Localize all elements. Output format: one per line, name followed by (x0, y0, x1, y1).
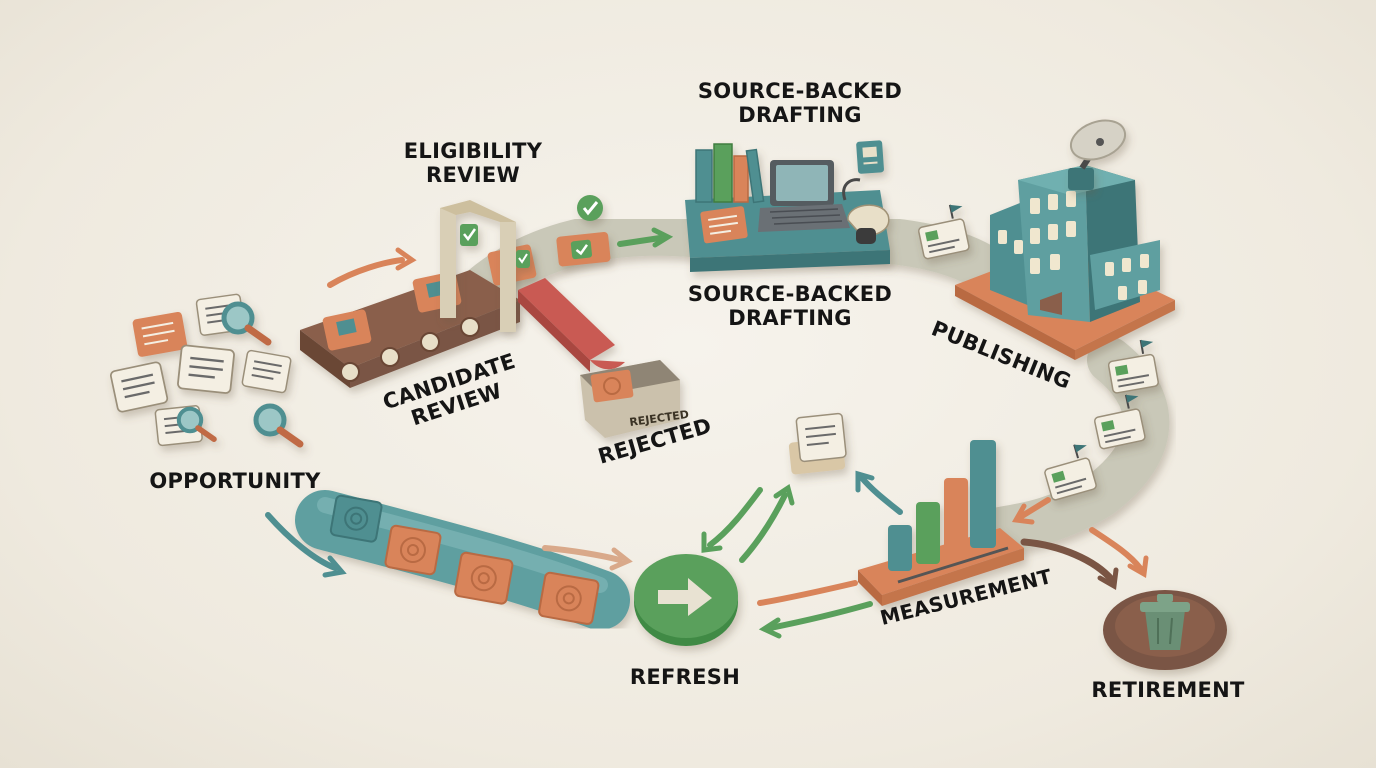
magnifier-icon (256, 406, 300, 444)
arrow-icon (757, 580, 858, 606)
bar-chart-icon (858, 440, 1024, 606)
arrow-icon (1011, 497, 1051, 525)
opportunity-documents (108, 292, 300, 446)
checkmark-tiles (556, 195, 611, 267)
label-source-backed-drafting-bottom: SOURCE-BACKED DRAFTING (687, 282, 893, 330)
arrow-icon (1020, 538, 1119, 591)
arrow-icon (739, 483, 795, 563)
label-opportunity: OPPORTUNITY (149, 469, 321, 493)
trash-can-icon (1103, 590, 1227, 670)
document-icon (856, 140, 884, 174)
arrow-icon (542, 545, 633, 571)
label-source-backed-drafting-top: SOURCE-BACKED DRAFTING (697, 79, 903, 127)
arrow-icon (265, 512, 347, 578)
document-icon (108, 360, 170, 414)
document-icon (240, 349, 293, 395)
arrow-icon (855, 470, 903, 515)
arrow-icon (1089, 527, 1149, 579)
checkmark-icon (577, 195, 603, 221)
document-icon (176, 343, 236, 395)
flag-card-icon (913, 201, 973, 261)
document-icon (132, 311, 188, 357)
label-refresh: REFRESH (629, 665, 741, 689)
fingerprint-tiles (329, 494, 600, 625)
fingerprint-tile-icon (454, 551, 514, 605)
arrow-icon (701, 487, 763, 553)
slide-icon (518, 278, 625, 372)
bin-icon (580, 360, 680, 438)
refresh-arrow-icon (634, 554, 738, 646)
fingerprint-tile-icon (384, 524, 442, 576)
building-icon (955, 165, 1175, 360)
arrows (265, 227, 1149, 639)
label-eligibility-review: ELIGIBILITY REVIEW (403, 139, 543, 187)
checkmark-icon (556, 231, 611, 267)
laptop-icon (758, 160, 850, 232)
magnifier-icon (224, 304, 268, 342)
fingerprint-tile-icon (329, 494, 383, 543)
document-icon (700, 206, 748, 244)
gate-icon (440, 200, 530, 332)
books-icon (695, 143, 765, 204)
arrow-icon (758, 601, 873, 639)
arrow-icon (327, 247, 417, 288)
document-icon (788, 412, 847, 475)
drafting-desk (685, 140, 890, 272)
arrow-icon (617, 227, 674, 248)
label-retirement: RETIREMENT (1091, 678, 1245, 702)
fingerprint-tile-icon (538, 571, 600, 625)
hand-icon (842, 178, 890, 244)
satellite-dish-icon (1068, 119, 1127, 190)
